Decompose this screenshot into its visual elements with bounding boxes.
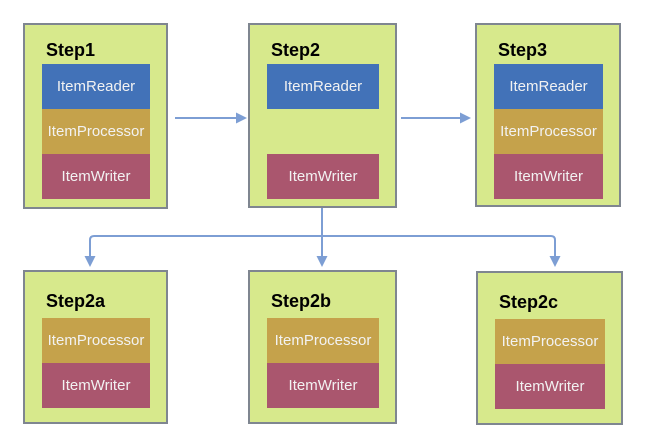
step-box-step2c: Step2c ItemProcessor ItemWriter bbox=[476, 271, 623, 425]
step-box-step3: Step3 ItemReader ItemProcessor ItemWrite… bbox=[475, 23, 621, 207]
item-reader-box: ItemReader bbox=[267, 64, 379, 109]
step-box-step2a: Step2a ItemProcessor ItemWriter bbox=[23, 270, 168, 424]
arrowhead-step2 bbox=[236, 112, 247, 124]
item-writer-box: ItemWriter bbox=[494, 154, 603, 199]
arrowhead-step2b bbox=[316, 256, 328, 267]
item-reader-box: ItemReader bbox=[42, 64, 150, 109]
item-writer-box: ItemWriter bbox=[495, 364, 605, 409]
item-processor-box: ItemProcessor bbox=[42, 109, 150, 154]
step-box-step2: Step2 ItemReader ItemWriter bbox=[248, 23, 397, 208]
step-box-step2b: Step2b ItemProcessor ItemWriter bbox=[248, 270, 397, 424]
item-writer-box: ItemWriter bbox=[267, 154, 379, 199]
step-title-step2: Step2 bbox=[271, 40, 321, 60]
step-title-step2c: Step2c bbox=[499, 292, 559, 312]
item-writer-box: ItemWriter bbox=[267, 363, 379, 408]
item-processor-box: ItemProcessor bbox=[267, 318, 379, 363]
item-writer-box: ItemWriter bbox=[42, 154, 150, 199]
item-writer-box: ItemWriter bbox=[42, 363, 150, 408]
item-processor-box: ItemProcessor bbox=[42, 318, 150, 363]
step-title-step2a: Step2a bbox=[46, 291, 106, 311]
connector-branch bbox=[89, 235, 556, 256]
item-reader-box: ItemReader bbox=[494, 64, 603, 109]
step-title-step2b: Step2b bbox=[271, 291, 332, 311]
step-title-step3: Step3 bbox=[498, 40, 548, 60]
step-box-step1: Step1 ItemReader ItemProcessor ItemWrite… bbox=[23, 23, 168, 209]
step-title-step1: Step1 bbox=[46, 40, 96, 60]
item-processor-box: ItemProcessor bbox=[495, 319, 605, 364]
arrowhead-step3 bbox=[460, 112, 471, 124]
arrowhead-step2c bbox=[549, 256, 561, 267]
item-processor-box: ItemProcessor bbox=[494, 109, 603, 154]
arrowhead-step2a bbox=[84, 256, 96, 267]
